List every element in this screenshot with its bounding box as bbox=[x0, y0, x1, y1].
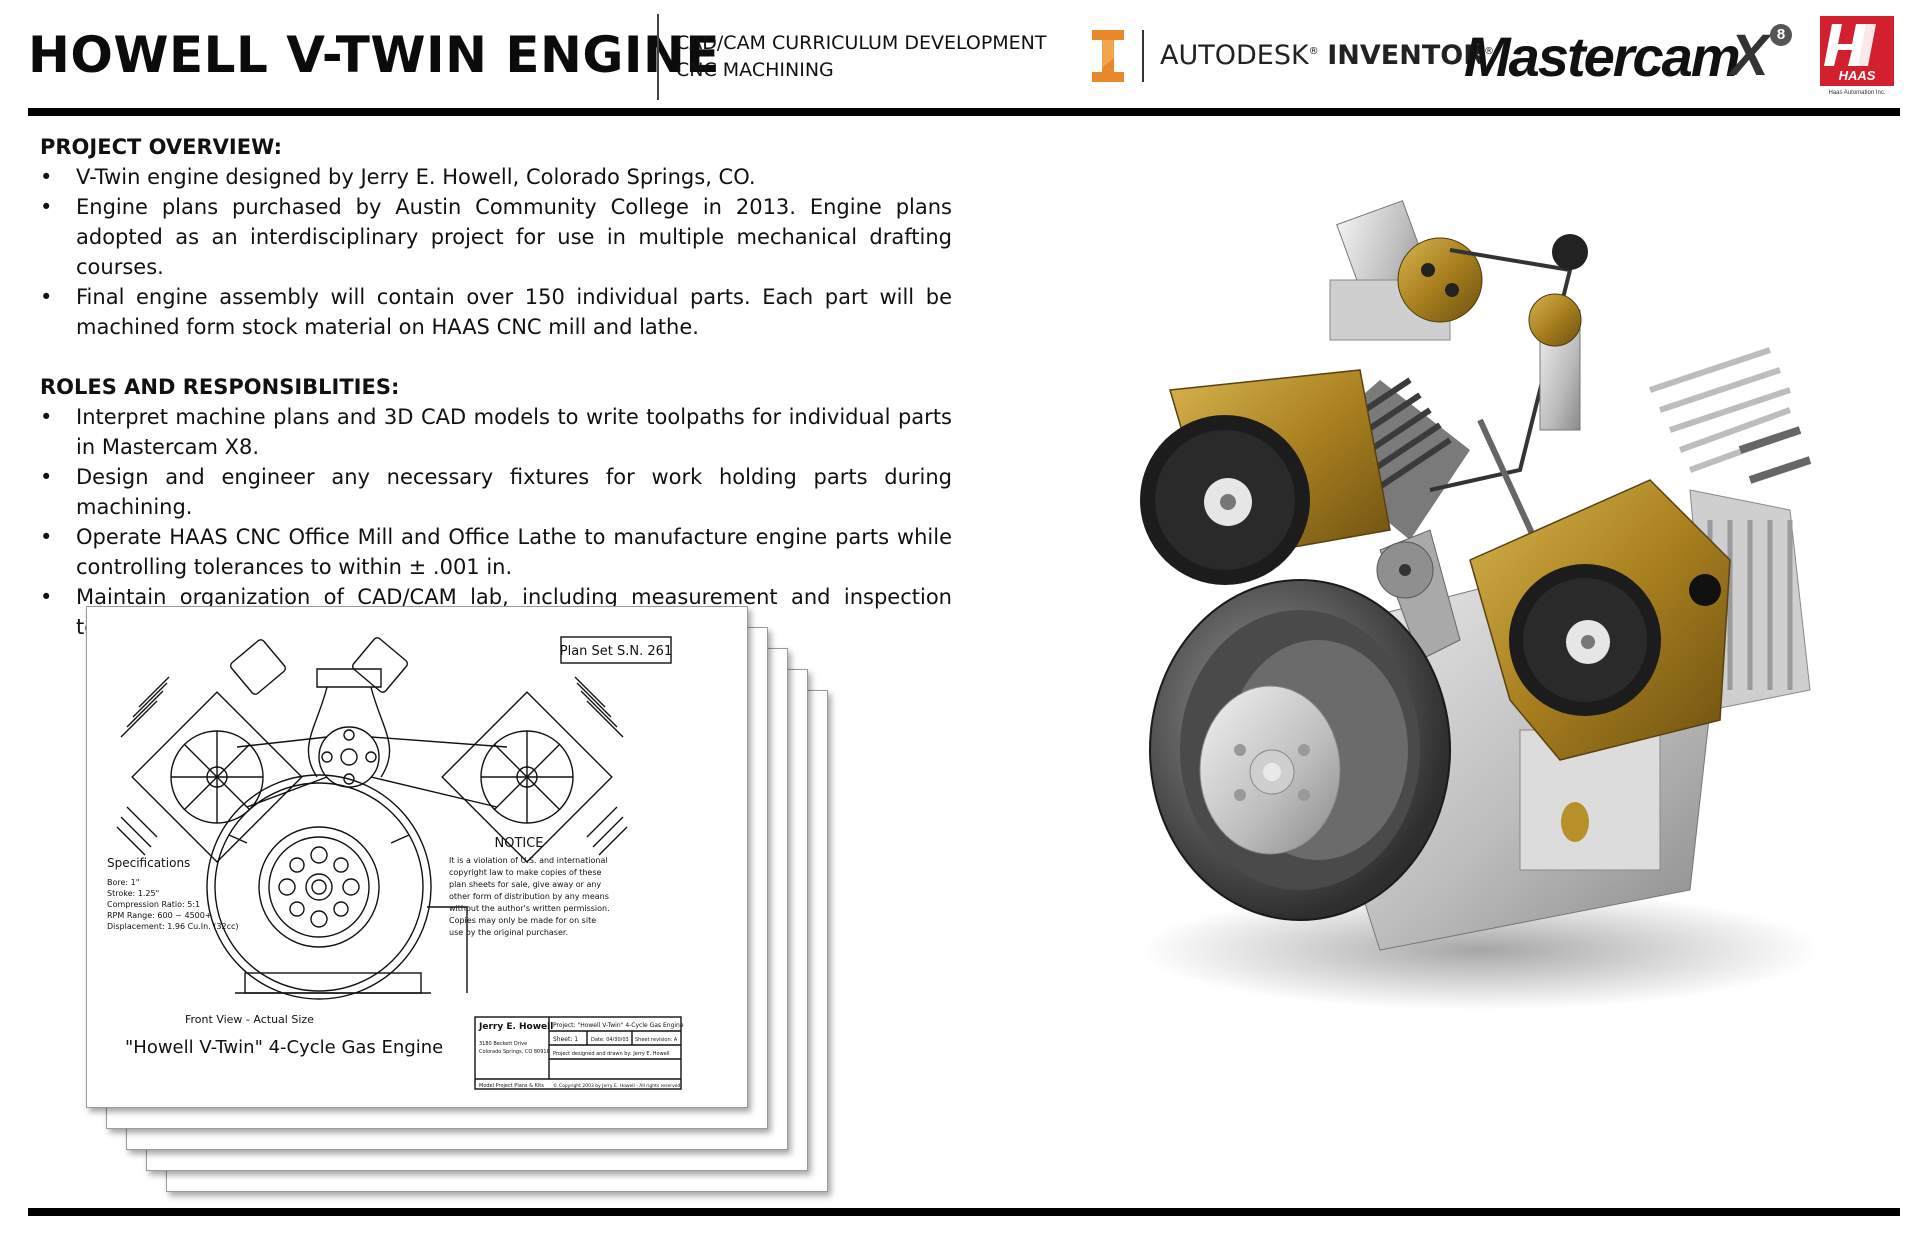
notice-heading: NOTICE bbox=[494, 836, 543, 851]
mastercam-x-mark: X bbox=[1730, 23, 1769, 88]
flywheel bbox=[1149, 579, 1451, 921]
plan-sheet-stack: Plan Set S.N. 261 Specifications Bore: 1… bbox=[86, 606, 846, 1206]
left-cylinder bbox=[1140, 369, 1470, 585]
spec-line: Bore: 1" bbox=[107, 878, 139, 887]
title-block-drawn-by: Project designed and drawn by: Jerry E. … bbox=[553, 1051, 670, 1057]
specs-heading: Specifications bbox=[107, 856, 190, 870]
main-content: PROJECT OVERVIEW: V-Twin engine designed… bbox=[40, 132, 952, 642]
notice-line: use by the original purchaser. bbox=[449, 928, 568, 937]
title-block-author: Jerry E. Howell bbox=[478, 1022, 553, 1032]
page-header: HOWELL V-TWIN ENGINE CAD/CAM CURRICULUM … bbox=[0, 0, 1920, 110]
title-block-address: 3180 Beckett Drive bbox=[479, 1041, 527, 1047]
autodesk-text: AUTODESK bbox=[1160, 40, 1309, 71]
haas-logo: HAAS Haas Automation Inc. bbox=[1820, 16, 1894, 96]
subtitle-line-2: CNC MACHINING bbox=[676, 59, 834, 81]
spec-line: Compression Ratio: 5:1 bbox=[107, 900, 200, 909]
roles-list: Interpret machine plans and 3D CAD model… bbox=[40, 402, 952, 642]
subtitle-line-1: CAD/CAM CURRICULUM DEVELOPMENT bbox=[676, 32, 1047, 54]
notice-line: copyright law to make copies of these bbox=[449, 868, 602, 877]
right-valve-gear bbox=[1528, 234, 1812, 484]
footer-rule bbox=[28, 1208, 1900, 1216]
drawing-title: "Howell V-Twin" 4-Cycle Gas Engine bbox=[125, 1037, 443, 1058]
engine-front-view-drawing: Plan Set S.N. 261 Specifications Bore: 1… bbox=[107, 636, 684, 1090]
logo-divider bbox=[1142, 30, 1144, 82]
title-block-sheet: Sheet: 1 bbox=[553, 1036, 578, 1043]
title-block-company: Model Project Plans & Kits bbox=[479, 1083, 544, 1089]
title-block-revision: Sheet revision: A bbox=[635, 1037, 678, 1043]
header-subtitle: CAD/CAM CURRICULUM DEVELOPMENT CNC MACHI… bbox=[676, 30, 1047, 84]
title-block-date: Date: 04/30/03 bbox=[591, 1037, 629, 1043]
page-title: HOWELL V-TWIN ENGINE bbox=[28, 26, 721, 84]
inventor-logo-icon bbox=[1092, 30, 1124, 82]
list-item: Design and engineer any necessary fixtur… bbox=[40, 462, 952, 522]
bearing-boss bbox=[1561, 802, 1589, 842]
list-item: Operate HAAS CNC Office Mill and Office … bbox=[40, 522, 952, 582]
view-label: Front View - Actual Size bbox=[185, 1013, 314, 1026]
list-item: V-Twin engine designed by Jerry E. Howel… bbox=[40, 162, 952, 192]
notice-line: plan sheets for sale, give away or any bbox=[449, 880, 601, 889]
list-item: Engine plans purchased by Austin Communi… bbox=[40, 192, 952, 282]
header-rule bbox=[28, 108, 1900, 116]
title-block-project: Project: "Howell V-Twin" 4-Cycle Gas Eng… bbox=[553, 1022, 684, 1029]
plan-sheet-front: Plan Set S.N. 261 Specifications Bore: 1… bbox=[86, 606, 748, 1108]
mastercam-version-badge: 8 bbox=[1770, 24, 1792, 46]
list-item: Final engine assembly will contain over … bbox=[40, 282, 952, 342]
overview-list: V-Twin engine designed by Jerry E. Howel… bbox=[40, 162, 952, 342]
right-cylinder bbox=[1469, 479, 1811, 761]
plan-set-label: Plan Set S.N. 261 bbox=[560, 644, 672, 659]
left-valve-gear bbox=[1329, 200, 1483, 341]
inventor-text: INVENTOR bbox=[1327, 40, 1485, 71]
notice-line: without the author's written permission. bbox=[449, 904, 610, 913]
haas-text: HAAS bbox=[1839, 68, 1876, 83]
idler-arm bbox=[1376, 529, 1461, 661]
notice-line: other form of distribution by any means bbox=[449, 892, 609, 901]
spec-line: Stroke: 1.25" bbox=[107, 889, 159, 898]
mastercam-logo: Mastercam bbox=[1464, 25, 1741, 88]
haas-subtext: Haas Automation Inc. bbox=[1828, 90, 1885, 96]
title-block-copyright: © Copyright 2003 by Jerry E. Howell - Al… bbox=[553, 1082, 681, 1089]
notice-line: Copies may only be made for on site bbox=[449, 916, 596, 925]
notice-line: It is a violation of U.S. and internatio… bbox=[449, 856, 608, 865]
roles-heading: ROLES AND RESPONSIBLITIES: bbox=[40, 375, 400, 399]
spec-line: RPM Range: 600 ~ 4500+ bbox=[107, 911, 212, 920]
overview-heading: PROJECT OVERVIEW: bbox=[40, 135, 283, 159]
engine-3d-render bbox=[1140, 200, 1820, 1010]
header-divider bbox=[657, 14, 659, 100]
title-block-address: Colorado Springs, CO 80918 bbox=[479, 1049, 550, 1055]
list-item: Interpret machine plans and 3D CAD model… bbox=[40, 402, 952, 462]
autodesk-inventor-logo: AUTODESK® INVENTOR® bbox=[1160, 40, 1495, 71]
spec-line: Displacement: 1.96 Cu.In. (32cc) bbox=[107, 922, 239, 931]
